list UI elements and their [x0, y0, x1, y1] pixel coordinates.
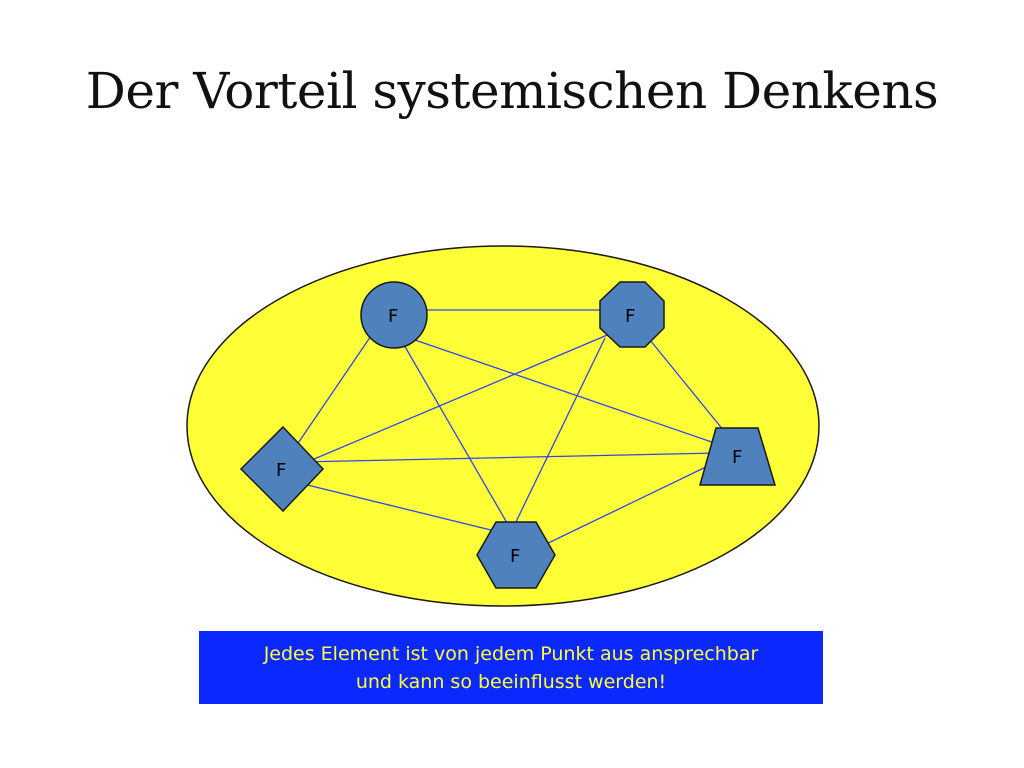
node-label-hexagon: F — [510, 546, 520, 567]
connector-line — [539, 464, 711, 548]
node-label-circle: F — [388, 306, 398, 327]
callout-line-1: Jedes Element ist von jedem Punkt aus an… — [263, 642, 759, 665]
connector-line — [414, 339, 736, 451]
callout-box: Jedes Element ist von jedem Punkt aus an… — [199, 631, 823, 704]
connector-line — [399, 337, 511, 529]
callout-line-2: und kann so beeinflusst werden! — [355, 670, 667, 693]
node-label-octagon: F — [625, 306, 635, 327]
slide-title: Der Vorteil systemischen Denkens — [85, 62, 939, 120]
node-trapezoid — [699, 427, 777, 486]
node-circle — [360, 281, 428, 349]
connector-line — [512, 337, 606, 529]
connector-line — [289, 329, 376, 456]
connector-lines — [282, 309, 738, 548]
node-diamond — [239, 425, 325, 513]
node-label-diamond: F — [276, 460, 286, 481]
connector-line — [282, 478, 504, 534]
node-octagon — [599, 281, 665, 348]
node-label-trapezoid: F — [732, 447, 742, 468]
system-ellipse — [186, 245, 820, 607]
connector-line — [299, 452, 719, 463]
connector-line — [299, 332, 613, 466]
node-hexagon — [476, 521, 556, 589]
